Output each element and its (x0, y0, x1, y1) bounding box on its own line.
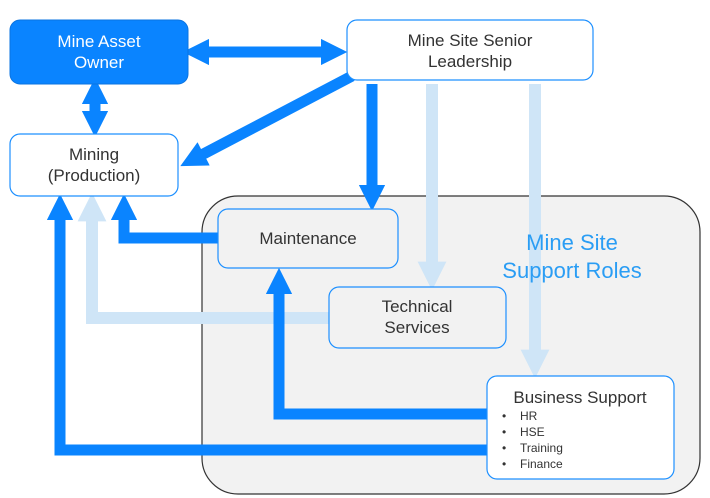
region-label-line1: Mine Site (526, 230, 618, 255)
node-maintenance: Maintenance (217, 208, 399, 269)
bullet-icon: • (502, 457, 506, 471)
arrow-maintenance-to-mining (110, 193, 220, 244)
business-item-list: • HR • HSE • Training • Finance (502, 409, 563, 471)
leadership-label-line1: Mine Site Senior (408, 31, 533, 50)
node-senior-leadership: Mine Site Senior Leadership (346, 19, 594, 81)
mining-label-line2: (Production) (48, 166, 141, 185)
bullet-icon: • (502, 409, 506, 423)
node-mining-production: Mining (Production) (9, 133, 179, 197)
arrow-leadership-to-mining (180, 71, 355, 167)
mining-label-line1: Mining (69, 145, 119, 164)
region-label-line2: Support Roles (502, 258, 641, 283)
maintenance-label: Maintenance (259, 229, 356, 248)
technical-label-line1: Technical (382, 297, 453, 316)
node-technical-services: Technical Services (328, 286, 507, 349)
business-item: HR (520, 409, 538, 423)
technical-label-line2: Services (384, 318, 449, 337)
node-mine-asset-owner: Mine Asset Owner (9, 19, 189, 85)
business-title: Business Support (513, 388, 647, 407)
leadership-label-line2: Leadership (428, 52, 512, 71)
node-business-support: Business Support • HR • HSE • Training •… (486, 375, 675, 480)
business-item: Training (520, 441, 563, 455)
arrow-business-to-mining (46, 193, 488, 456)
owner-label-line2: Owner (74, 53, 124, 72)
bullet-icon: • (502, 441, 506, 455)
owner-label-line1: Mine Asset (57, 32, 140, 51)
bullet-icon: • (502, 425, 506, 439)
arrow-technical-to-mining (77, 192, 330, 324)
business-item: Finance (520, 457, 563, 471)
business-item: HSE (520, 425, 545, 439)
arrow-business-to-maintenance (265, 267, 488, 420)
